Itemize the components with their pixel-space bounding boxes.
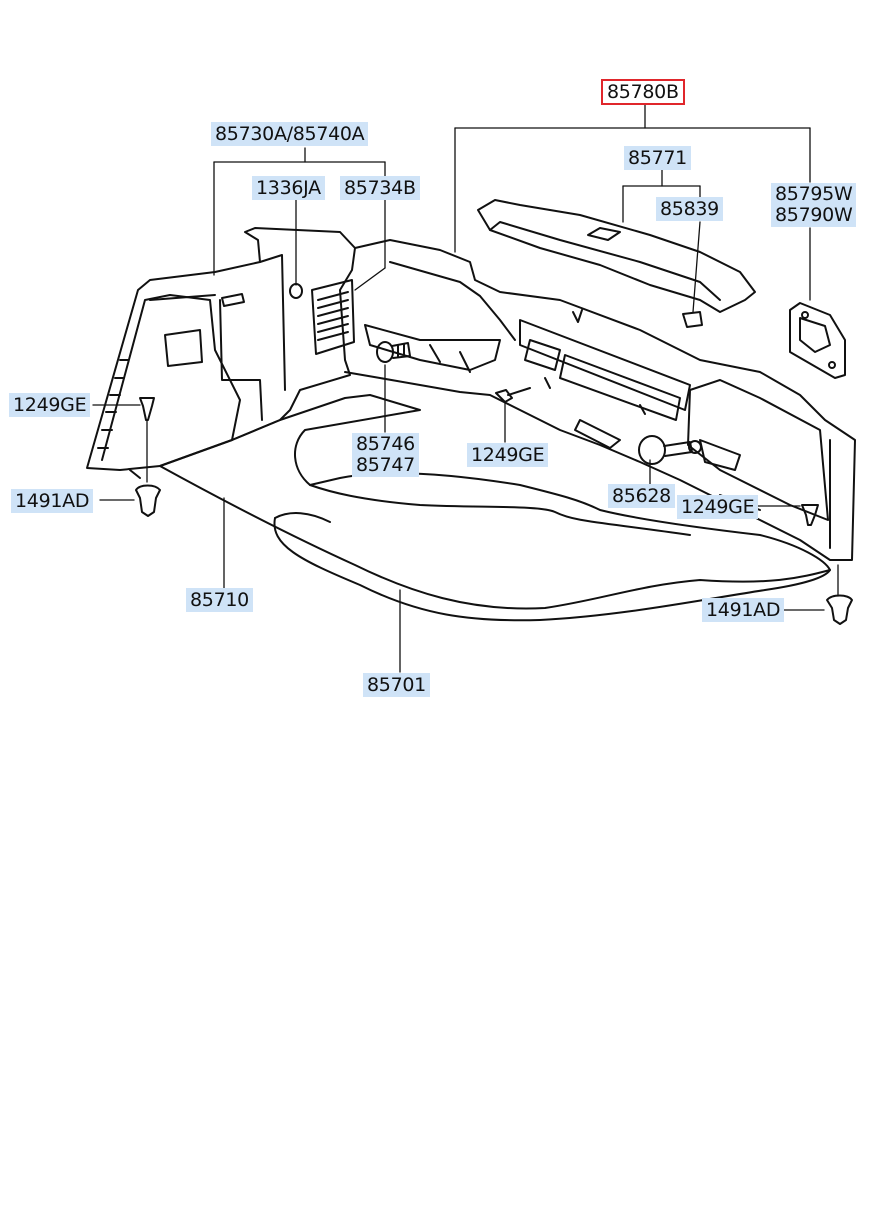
part-label-85790w: 85790W bbox=[775, 204, 853, 226]
side-vent-grille bbox=[311, 279, 355, 355]
part-label-85747: 85747 bbox=[356, 454, 415, 476]
part-label-85730a-85740a[interactable]: 85730A/85740A bbox=[211, 122, 369, 146]
rear-panel bbox=[344, 239, 856, 561]
part-label-1249ge-mid[interactable]: 1249GE bbox=[467, 443, 549, 467]
package-shelf bbox=[477, 199, 756, 313]
part-label-85734b[interactable]: 85734B bbox=[340, 176, 420, 200]
part-label-1336ja[interactable]: 1336JA bbox=[252, 176, 325, 200]
left-side-trim bbox=[86, 227, 356, 479]
part-label-1249ge-left[interactable]: 1249GE bbox=[9, 393, 91, 417]
part-label-85628[interactable]: 85628 bbox=[608, 484, 675, 508]
part-label-85701[interactable]: 85701 bbox=[363, 673, 430, 697]
fasteners bbox=[135, 283, 853, 625]
part-label-1491ad-left[interactable]: 1491AD bbox=[11, 489, 94, 513]
leader-lines bbox=[92, 103, 839, 673]
bracket-85795w bbox=[789, 302, 846, 379]
trunk-mat bbox=[273, 512, 831, 622]
part-label-85839[interactable]: 85839 bbox=[656, 197, 723, 221]
part-label-85771[interactable]: 85771 bbox=[624, 146, 691, 170]
part-label-1491ad-right[interactable]: 1491AD bbox=[702, 598, 785, 622]
part-label-85710[interactable]: 85710 bbox=[186, 588, 253, 612]
part-label-85780b[interactable]: 85780B bbox=[601, 79, 685, 105]
part-label-85746: 85746 bbox=[356, 433, 415, 455]
part-label-85795w: 85795W bbox=[775, 183, 853, 205]
clip-85839 bbox=[682, 311, 703, 328]
part-label-1249ge-right[interactable]: 1249GE bbox=[677, 495, 759, 519]
